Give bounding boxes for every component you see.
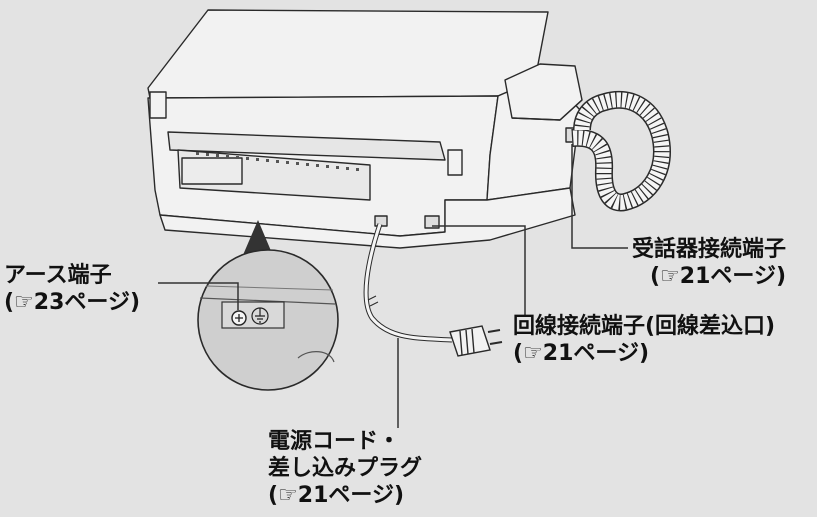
- line-leader: [432, 225, 526, 316]
- handset-terminal-title: 受話器接続端子: [632, 237, 787, 262]
- callout-lines: [158, 144, 628, 428]
- power-cord-title: 電源コード・: [268, 429, 401, 454]
- power-plug-title: 差し込みプラグ: [268, 456, 423, 481]
- line-terminal-page-ref: (☞21ページ): [513, 341, 650, 366]
- handset-coiled-cord: [571, 90, 671, 212]
- power-cord-label: 電源コード・ 差し込みプラグ (☞21ページ): [268, 428, 422, 509]
- earth-leader: [158, 282, 239, 310]
- line-terminal-label: 回線接続端子(回線差込口) (☞21ページ): [513, 313, 775, 367]
- vent-holes: [196, 152, 359, 171]
- power-plug: [449, 325, 503, 357]
- fax-machine: [147, 9, 583, 249]
- line-jack-port: [424, 215, 440, 229]
- earth-terminal-zoom: [197, 220, 339, 391]
- line-terminal-title: 回線接続端子(回線差込口): [513, 314, 776, 339]
- earth-ground-icon: [251, 307, 269, 325]
- earth-terminal-label: アース端子 (☞23ページ): [4, 262, 140, 316]
- paper-slot: [167, 131, 446, 161]
- power-cord: [363, 223, 453, 343]
- power-cord-page-ref: (☞21ページ): [268, 483, 405, 508]
- handset-terminal-label: 受話器接続端子 (☞21ページ): [632, 236, 786, 290]
- handset-leader: [571, 144, 628, 249]
- earth-terminal-page-ref: (☞23ページ): [4, 290, 141, 315]
- earth-terminal-title: アース端子: [4, 263, 112, 288]
- label-plate: [181, 157, 243, 185]
- handset-terminal-page-ref: (☞21ページ): [650, 264, 787, 289]
- fax-top-lid: [147, 9, 549, 99]
- fax-lower-housing: [159, 187, 576, 249]
